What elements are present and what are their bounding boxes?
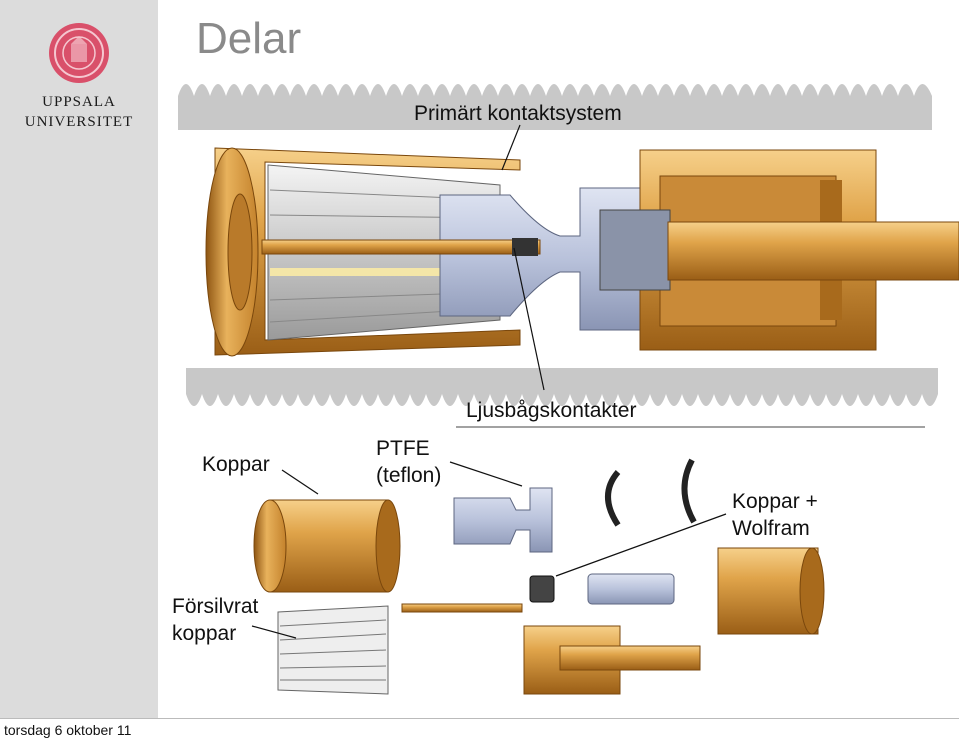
logo-text-universitet: UNIVERSITET: [24, 114, 134, 130]
assembled-arc-tip: [512, 238, 538, 256]
exploded-tungsten-cup: [717, 547, 825, 635]
leader-lines: [251, 124, 727, 639]
exploded-copper-rod: [401, 603, 523, 613]
footer-date: torsdag 6 oktober 11: [4, 722, 132, 738]
university-logo: UPPSALA UNIVERSITET: [8, 20, 150, 140]
label-copper: Koppar: [202, 453, 270, 476]
exploded-finger-contacts: [277, 605, 389, 695]
label-copper-plus: Koppar +: [732, 490, 818, 513]
top-enclosure-band: [178, 84, 932, 130]
label-teflon: (teflon): [376, 464, 442, 487]
label-primary-contact: Primärt kontaktsystem: [414, 102, 622, 125]
exploded-teflon-sleeve: [587, 573, 675, 605]
slide-title: Delar: [196, 14, 302, 63]
assembled-left-cup: [205, 147, 521, 357]
label-tungsten: Wolfram: [732, 517, 810, 540]
exploded-teflon-nozzle: [453, 487, 553, 553]
label-ptfe: PTFE: [376, 437, 430, 460]
logo-text-uppsala: UPPSALA: [42, 94, 116, 110]
bottom-enclosure-band: [186, 368, 938, 406]
university-seal-icon: [49, 23, 109, 83]
exploded-arc-tip: [529, 575, 555, 603]
sidebar: UPPSALA UNIVERSITET: [0, 0, 158, 718]
exploded-arc-rings: [605, 458, 697, 527]
breaker-illustration: [178, 84, 959, 695]
label-silver-plated: Försilvrat: [172, 595, 259, 618]
label-arc-contacts: Ljusbågskontakter: [466, 399, 637, 422]
exploded-right-housing: [523, 625, 701, 695]
assembled-copper-rod: [261, 239, 541, 255]
exploded-copper-cup: [253, 499, 401, 593]
assembled-right-housing: [599, 149, 959, 351]
label-silver-copper: koppar: [172, 622, 237, 645]
footer-rule: [0, 718, 959, 719]
